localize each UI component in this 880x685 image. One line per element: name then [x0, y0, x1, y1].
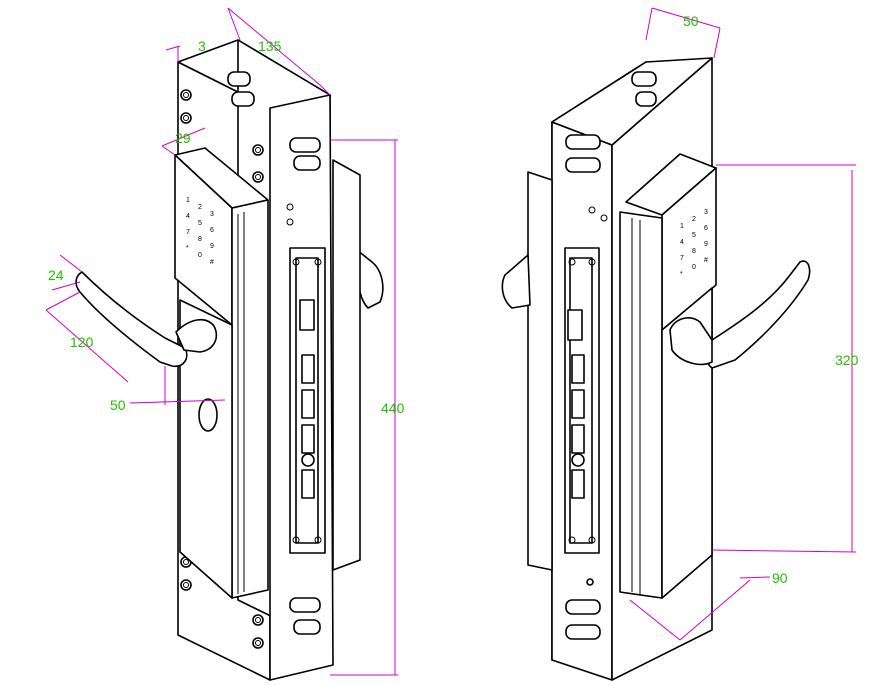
right-lock-view: 1 2 3 4 5 6 7 8 9 * 0 # [501, 57, 811, 681]
left-far-panel [332, 159, 361, 571]
dim-50-left-label: 50 [110, 397, 126, 413]
svg-text:5: 5 [692, 232, 696, 239]
svg-text:2: 2 [692, 216, 696, 223]
left-latch [299, 299, 315, 331]
left-door-panel-face [179, 299, 233, 599]
svg-text:5: 5 [198, 220, 202, 227]
left-handle [75, 271, 218, 432]
svg-text:6: 6 [210, 227, 214, 234]
right-door-panel-edge [619, 211, 663, 599]
left-faceplate-screws [292, 258, 322, 544]
right-handle [669, 260, 811, 369]
right-far-panel [527, 171, 553, 571]
svg-text:8: 8 [198, 236, 202, 243]
dim-3-label: 3 [198, 38, 206, 54]
svg-text:0: 0 [692, 264, 696, 271]
right-lock-slots [571, 354, 585, 499]
right-door-panel-face [661, 287, 713, 599]
left-bottom-pins [289, 597, 321, 635]
svg-text:1: 1 [680, 223, 684, 230]
left-keypad-keys: 1 2 3 4 5 6 7 8 9 * 0 # [186, 197, 214, 266]
dim-135-label: 135 [258, 38, 282, 54]
svg-text:4: 4 [680, 239, 684, 246]
left-lock-slots [301, 354, 315, 499]
dim-320-label: 320 [835, 352, 859, 368]
dim-440-label: 440 [381, 400, 405, 416]
dimension-lines [45, 7, 857, 676]
svg-text:*: * [680, 271, 683, 278]
dim-24-label: 24 [48, 267, 64, 283]
svg-text:4: 4 [186, 213, 190, 220]
dim-120-label: 120 [70, 334, 94, 350]
svg-text:3: 3 [704, 209, 708, 216]
svg-text:2: 2 [198, 204, 202, 211]
left-cylinder [301, 453, 315, 467]
svg-text:1: 1 [186, 197, 190, 204]
svg-text:9: 9 [704, 241, 708, 248]
left-top-pins [227, 71, 321, 171]
right-cylinder [571, 453, 585, 467]
right-keypad-keys: 1 2 3 4 5 6 7 8 9 * 0 # [680, 209, 708, 278]
left-door-panel-edge [231, 199, 269, 599]
dim-50-right-label: 50 [683, 13, 699, 29]
right-pins [565, 71, 657, 640]
right-lock-case [569, 257, 593, 544]
right-latch [567, 309, 583, 341]
svg-text:#: # [704, 257, 708, 264]
svg-text:8: 8 [692, 248, 696, 255]
right-screw-holes [568, 206, 608, 586]
dim-90-label: 90 [772, 570, 788, 586]
svg-text:7: 7 [186, 229, 190, 236]
right-far-handle [501, 254, 531, 309]
left-lock-view: 1 2 3 4 5 6 7 8 9 * 0 # [75, 39, 384, 681]
left-far-handle [356, 249, 384, 309]
svg-text:#: # [210, 259, 214, 266]
svg-text:3: 3 [210, 211, 214, 218]
svg-text:0: 0 [198, 252, 202, 259]
left-screw-holes [180, 89, 294, 649]
dimension-labels: 3 135 29 24 120 50 440 50 320 90 [48, 13, 859, 586]
svg-text:*: * [186, 245, 189, 252]
svg-text:7: 7 [680, 255, 684, 262]
svg-text:6: 6 [704, 225, 708, 232]
dim-29-label: 29 [175, 130, 191, 146]
svg-text:9: 9 [210, 243, 214, 250]
